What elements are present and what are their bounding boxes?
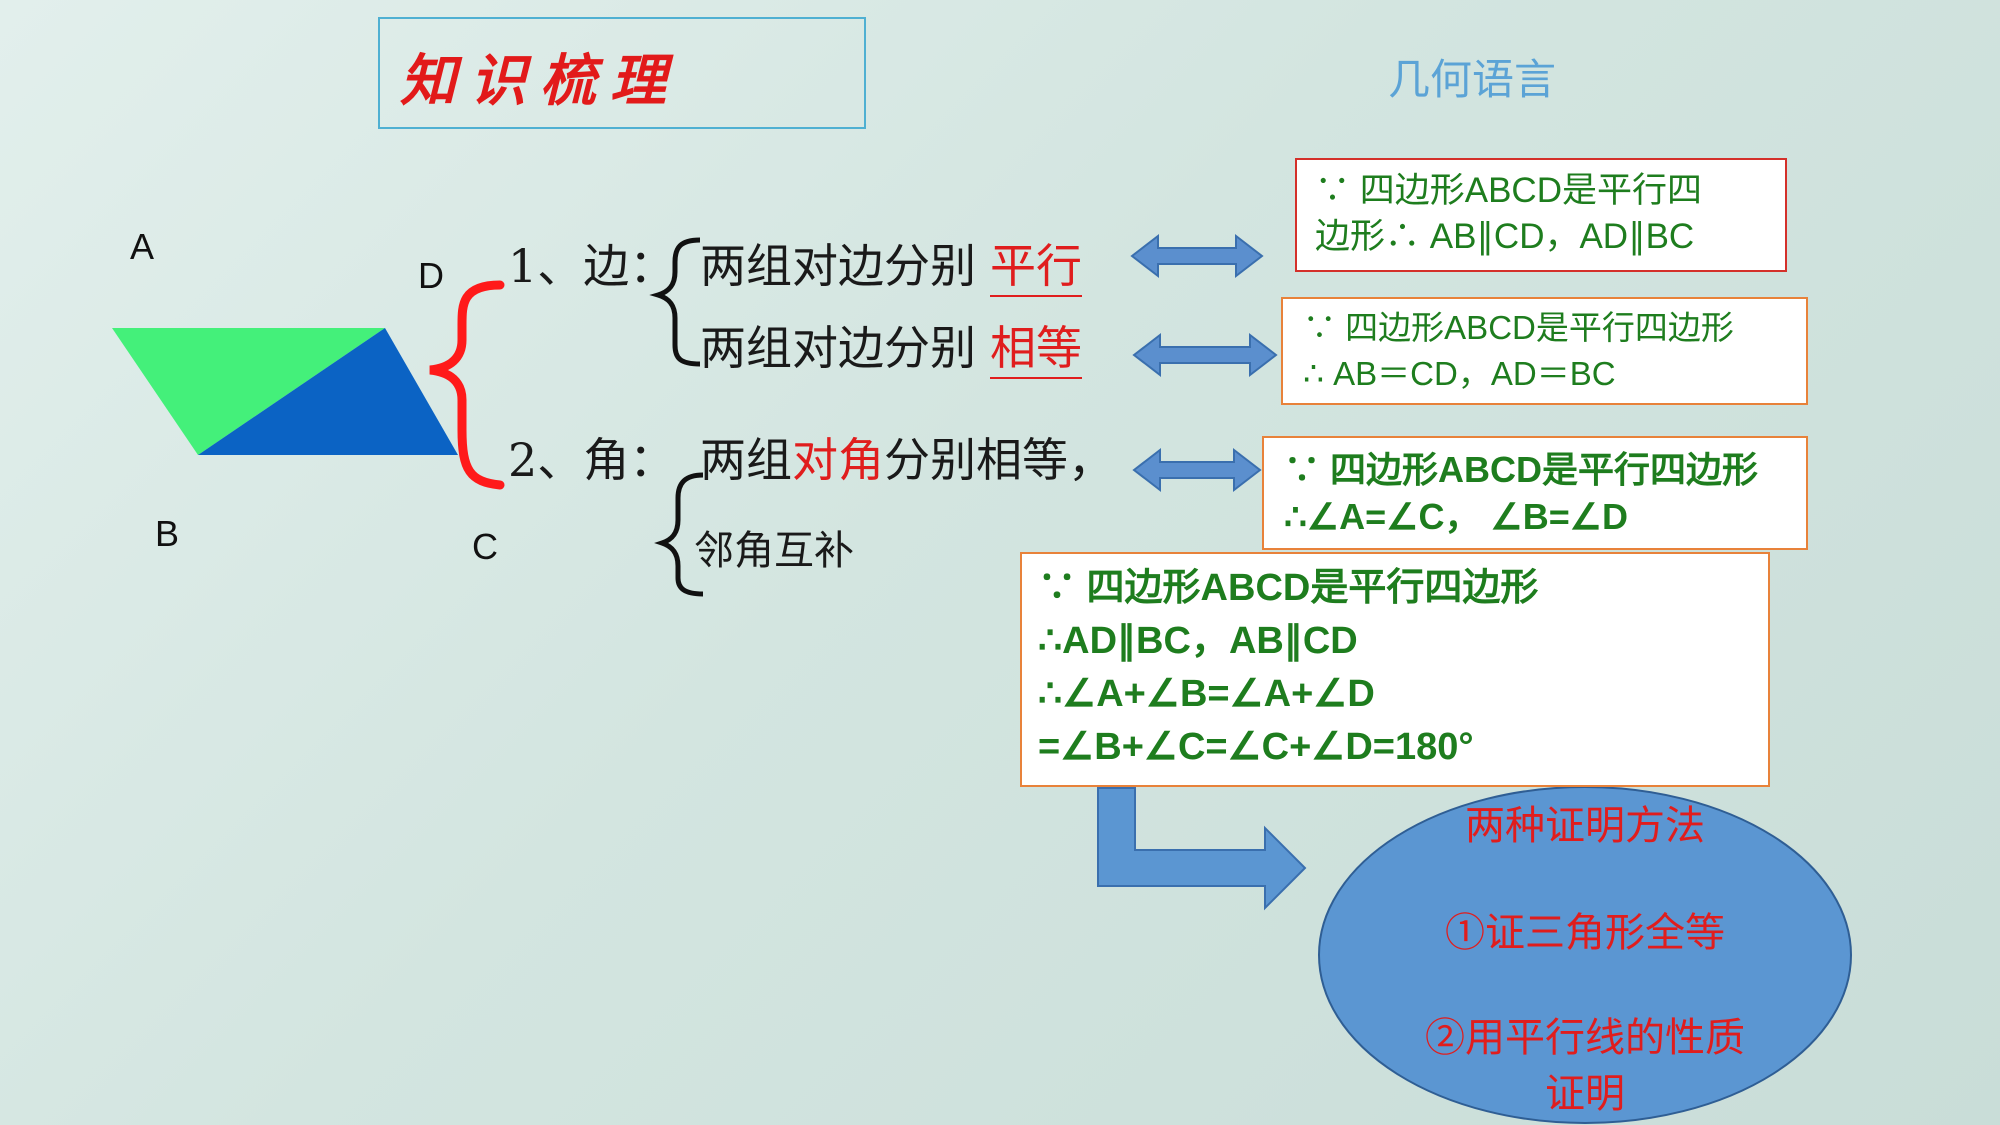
proof-box-angles: ∵ 四边形ABCD是平行四边形 ∴∠A=∠C， ∠B=∠D — [1262, 436, 1808, 550]
proof-box-parallel: ∵ 四边形ABCD是平行四 边形∴ AB∥CD，AD∥BC — [1295, 158, 1787, 272]
geometry-language-heading: 几何语言 — [1388, 55, 1557, 104]
angles-brace — [654, 472, 704, 597]
angles-suffix: 分别相等， — [884, 433, 1114, 487]
vertex-d-label: D — [418, 255, 444, 296]
sides-line-equal: 两组对边分别相等 — [700, 312, 1082, 379]
red-brace — [429, 280, 505, 490]
proof-box-equal: ∵ 四边形ABCD是平行四边形 ∴ AB＝CD，AD＝BC — [1281, 297, 1808, 405]
title-box — [378, 17, 866, 129]
angles-key: 对角 — [792, 433, 884, 487]
proof-box-parallel-text: ∵ 四边形ABCD是平行四 边形∴ AB∥CD，AD∥BC — [1315, 171, 1702, 256]
vertex-b-label: B — [155, 513, 180, 554]
angles-prefix: 两组 — [700, 433, 792, 487]
proof-box-angles-text: ∵ 四边形ABCD是平行四边形 ∴∠A=∠C， ∠B=∠D — [1284, 449, 1758, 537]
proof-methods-ellipse — [1318, 786, 1852, 1124]
triangle-bcd — [198, 328, 458, 455]
proof-box-supplementary-text: ∵ 四边形ABCD是平行四边形 ∴AD∥BC，AB∥CD ∴∠A+∠B=∠A+∠… — [1038, 567, 1539, 768]
double-arrow-angles — [1132, 447, 1262, 493]
sides-equal-prefix: 两组对边分别 — [700, 321, 976, 375]
angles-heading: 2、角： — [508, 433, 676, 487]
sides-line-parallel: 两组对边分别平行 — [700, 230, 1082, 297]
proof-box-equal-text: ∵ 四边形ABCD是平行四边形 ∴ AB＝CD，AD＝BC — [1303, 309, 1734, 392]
vertex-a-label: A — [130, 226, 155, 267]
double-arrow-parallel — [1130, 233, 1264, 279]
angles-line-adjacent: 邻角互补 — [694, 528, 854, 574]
proof-box-supplementary: ∵ 四边形ABCD是平行四边形 ∴AD∥BC，AB∥CD ∴∠A+∠B=∠A+∠… — [1020, 552, 1770, 787]
sides-heading: 1、边： — [508, 239, 676, 293]
triangle-abd — [112, 328, 385, 455]
bent-arrow — [1097, 787, 1307, 911]
double-arrow-equal — [1132, 332, 1278, 378]
sides-equal-key: 相等 — [990, 321, 1082, 379]
vertex-c-label: C — [472, 526, 498, 567]
proof-methods-title: 两种证明方法 — [1465, 803, 1705, 849]
sides-brace — [649, 237, 701, 367]
proof-method-1: ①证三角形全等 — [1445, 910, 1725, 956]
proof-method-2: ②用平行线的性质证明 — [1425, 1015, 1745, 1117]
sides-parallel-prefix: 两组对边分别 — [700, 239, 976, 293]
page-title: 知识梳理 — [400, 48, 680, 114]
angles-line-opposite: 两组对角分别相等， — [700, 424, 1114, 490]
sides-parallel-key: 平行 — [990, 239, 1082, 297]
